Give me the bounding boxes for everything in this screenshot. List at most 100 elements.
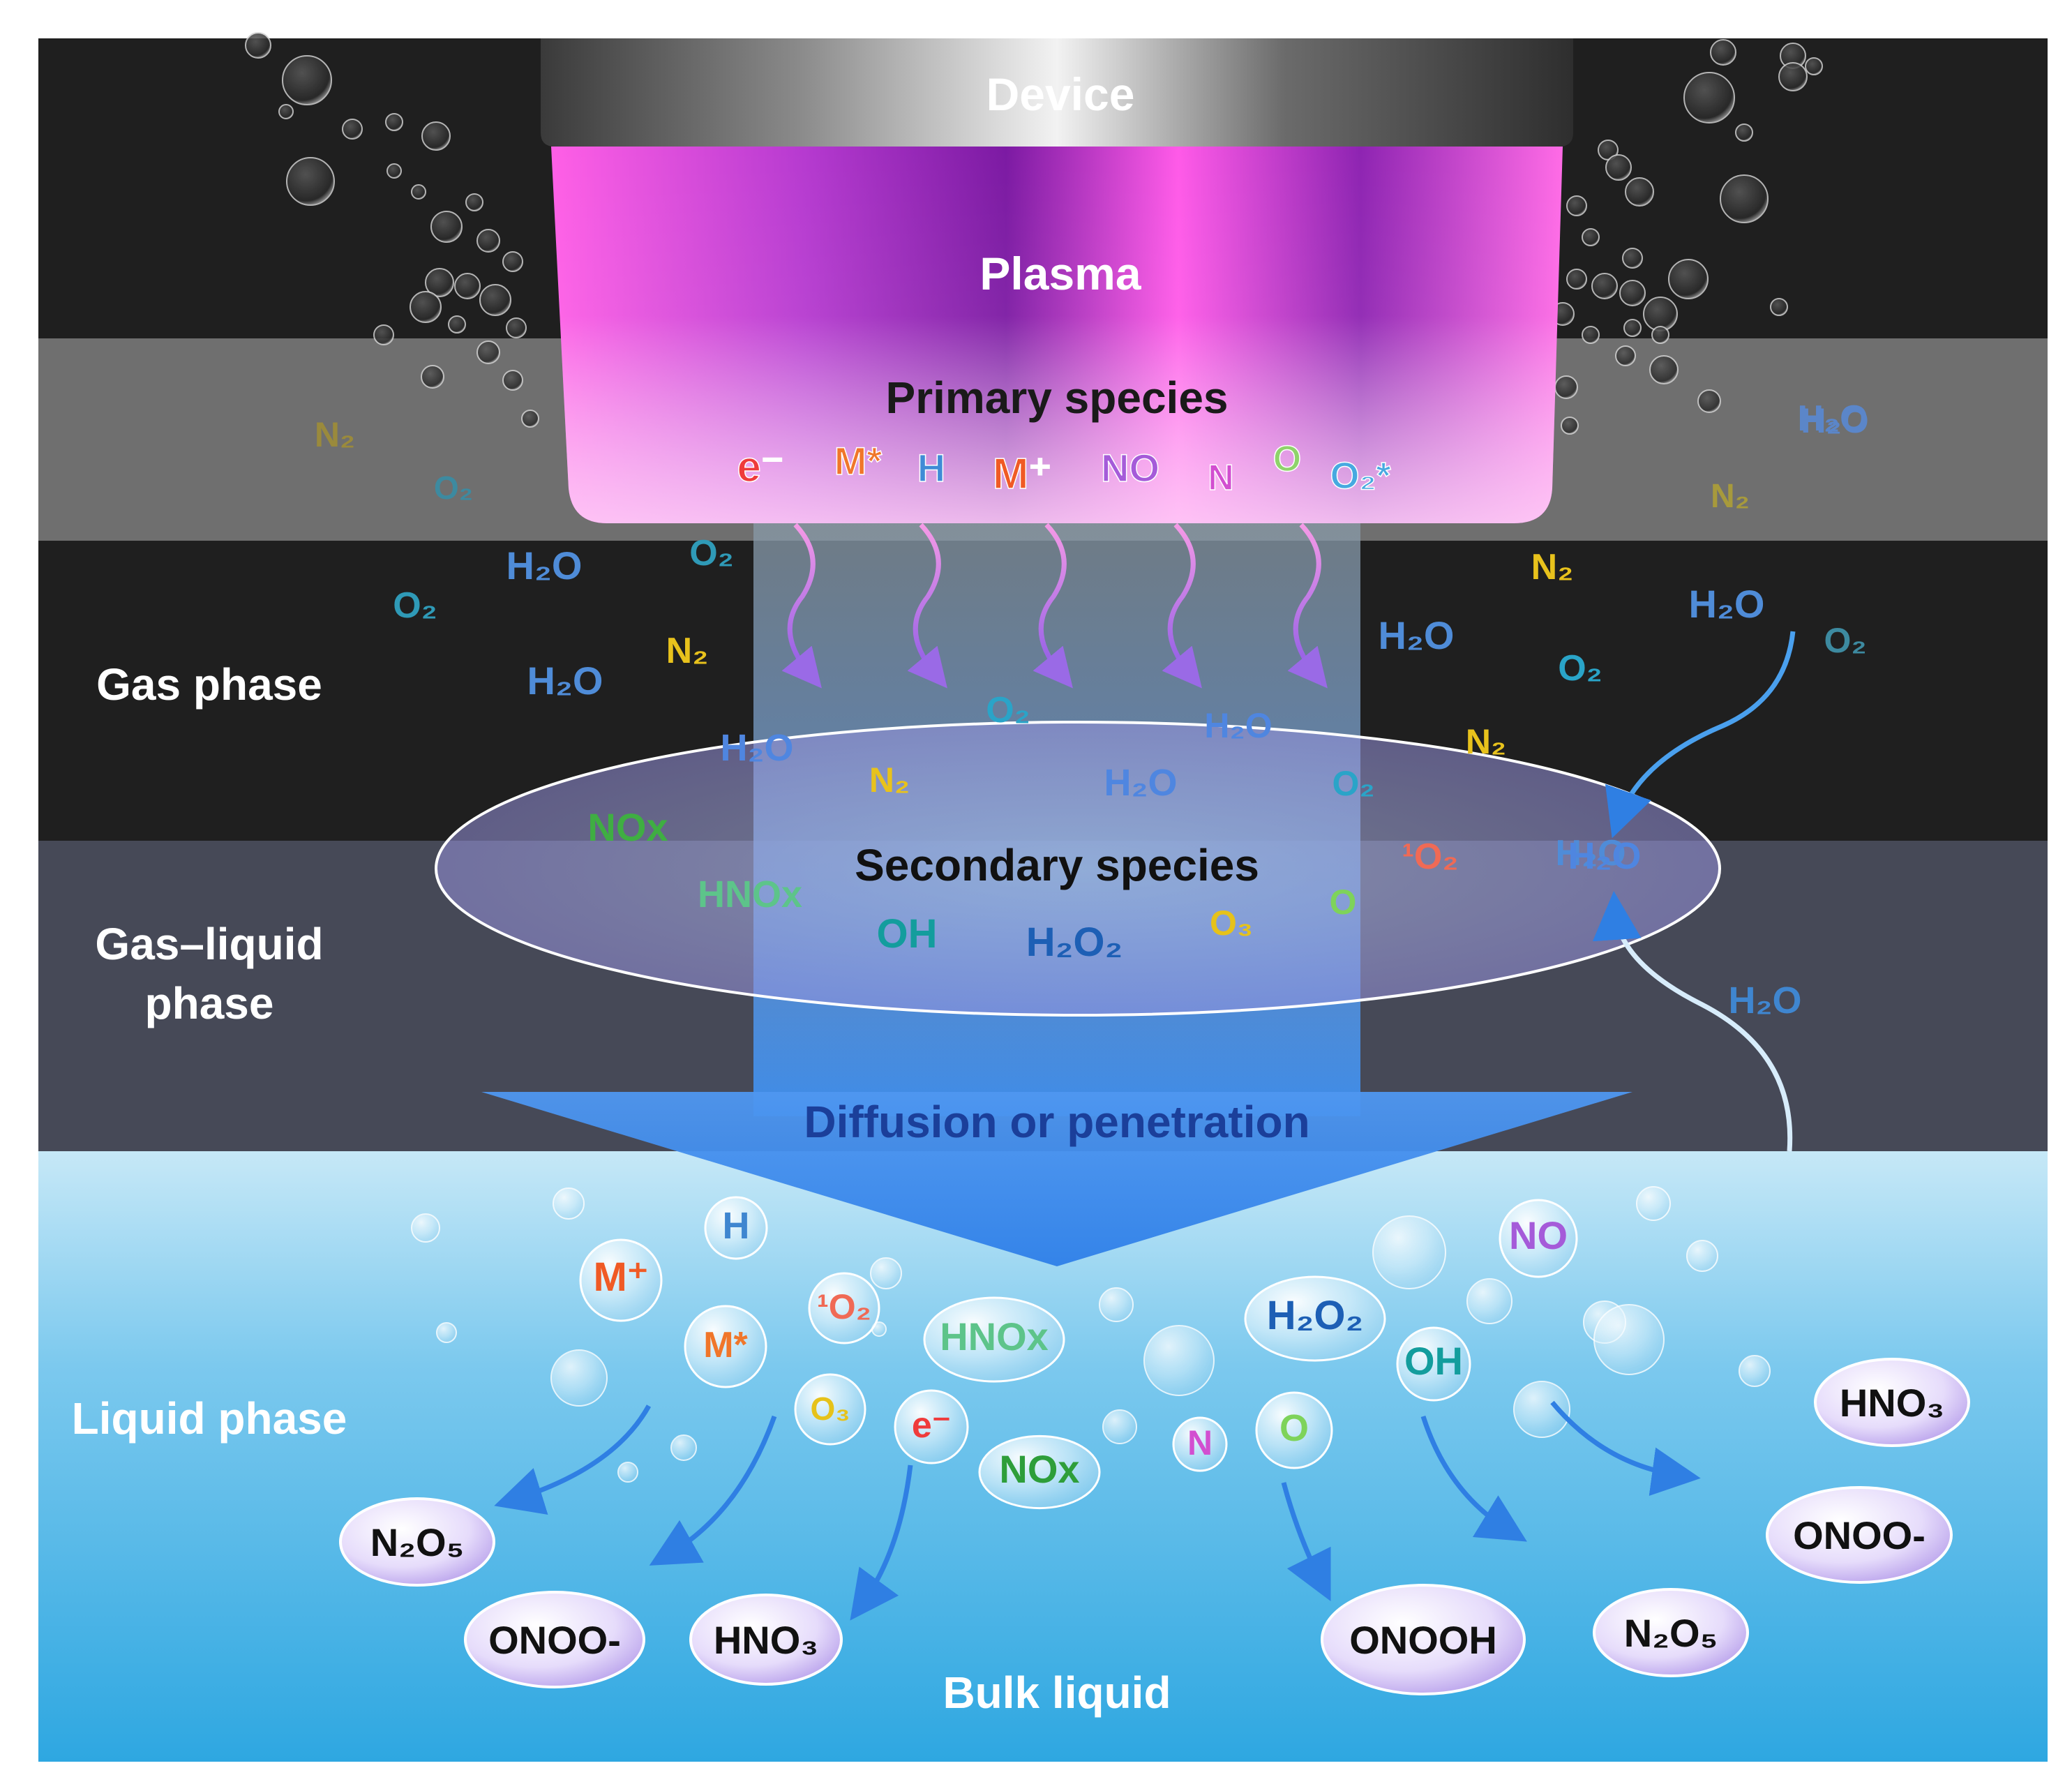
reaction-arrow-1 — [494, 1404, 652, 1515]
gas-bubble — [465, 193, 483, 211]
secondary-molecule-4: N₂ — [869, 760, 910, 800]
gas-bubble — [373, 324, 394, 345]
diffusion-arrow — [481, 1092, 1632, 1266]
water-cycle-arrow-top — [1605, 631, 1796, 839]
product-ellipse-shape — [1593, 1588, 1749, 1677]
liquid-species-8: NOx — [978, 1434, 1101, 1510]
gas-molecule-7: O₂ — [393, 585, 437, 626]
gas-bubble — [1615, 345, 1636, 366]
species-bubble-shell — [1255, 1391, 1333, 1469]
gas-bubble — [1668, 259, 1709, 299]
liquid-bubble — [553, 1187, 585, 1220]
gas-bubble — [1605, 154, 1632, 181]
liquid-species-label: O — [1279, 1407, 1309, 1449]
plasma-label: Plasma — [979, 248, 1141, 299]
phase-label-gasliquid-1: Gas–liquid — [95, 919, 323, 969]
species-bubble-shell — [808, 1272, 880, 1344]
species-bubble-shell — [1172, 1416, 1228, 1472]
gas-bubble — [476, 229, 500, 253]
primary-species-1: e⁻ — [737, 443, 783, 491]
liquid-bubble — [1099, 1287, 1134, 1322]
secondary-molecule-8: NOx — [587, 805, 668, 849]
gas-bubble — [502, 370, 523, 391]
device-body — [541, 38, 1573, 147]
gas-molecule-2: O₂ — [434, 470, 473, 506]
plasma-glow — [551, 147, 1563, 523]
product-7: ONOO- — [1766, 1486, 1953, 1584]
liquid-bubble — [1466, 1278, 1512, 1324]
liquid-species-7: e⁻ — [894, 1389, 969, 1464]
liquid-species-2: M⁺ — [579, 1238, 663, 1322]
secondary-species-title: Secondary species — [855, 840, 1259, 890]
liquid-bubble — [1372, 1215, 1446, 1289]
reaction-arrow-6 — [1550, 1400, 1701, 1496]
gas-bubble — [1649, 355, 1679, 384]
liquid-species-label: H — [723, 1205, 750, 1247]
emission-arrow-5 — [1287, 523, 1328, 689]
gas-bubble — [1591, 273, 1618, 299]
liquid-bubble — [436, 1322, 457, 1343]
product-4: ONOOH — [1321, 1584, 1526, 1695]
species-bubble-shell — [794, 1373, 866, 1446]
primary-species-3: H — [917, 446, 945, 490]
product-label: N₂O₅ — [370, 1520, 465, 1564]
species-bubble-shell — [704, 1196, 768, 1260]
gas-bubble — [1566, 269, 1587, 290]
gas-bubble — [1651, 326, 1669, 344]
reaction-arrows — [494, 1400, 1701, 1621]
species-bubble-shell — [684, 1305, 767, 1388]
secondary-species-ellipse — [435, 721, 1721, 1017]
gas-bubble — [411, 184, 426, 200]
liquid-bubble — [1143, 1325, 1215, 1396]
liquid-bubble — [1686, 1240, 1718, 1272]
gas-bubble — [430, 211, 463, 243]
liquid-background-bubbles — [411, 1186, 1771, 1483]
liquid-bubble — [870, 1257, 902, 1289]
liquid-bubble — [550, 1349, 608, 1407]
liquid-species-4: M* — [684, 1305, 767, 1388]
gas-bubble — [1625, 177, 1654, 207]
secondary-molecule-3: H₂O — [1204, 706, 1272, 745]
liquid-species-label: N — [1187, 1423, 1213, 1462]
gas-bubble — [1554, 375, 1578, 399]
product-ellipse-shape — [339, 1497, 495, 1587]
gas-molecule-6: O₂ — [689, 533, 734, 574]
liquid-bubble — [1593, 1304, 1665, 1375]
product-ellipse-shape — [1766, 1486, 1953, 1584]
product-5: N₂O₅ — [1593, 1588, 1749, 1677]
reaction-arrow-5 — [1420, 1415, 1527, 1542]
gas-bubble — [1805, 57, 1823, 75]
primary-species-4: M⁺ — [993, 450, 1051, 498]
gas-bubble — [386, 163, 402, 179]
liquid-bubble — [1739, 1355, 1771, 1387]
phase-label-gasliquid-2: phase — [145, 978, 274, 1028]
gas-bubble — [1710, 39, 1736, 66]
liquid-species-3: ¹O₂ — [808, 1272, 880, 1344]
device-label: Device — [986, 68, 1135, 120]
gas-molecule-15: H₂O — [1555, 833, 1626, 874]
diffusion-label: Diffusion or penetration — [804, 1097, 1309, 1147]
gas-molecule-3: H₂O — [1801, 401, 1868, 440]
primary-species-6: N — [1208, 458, 1234, 498]
gas-bubble — [282, 55, 332, 105]
species-bubble-shell — [978, 1434, 1101, 1510]
product-label: N₂O₅ — [1624, 1611, 1718, 1655]
species-bubble-shell — [1396, 1326, 1471, 1402]
gas-molecule-12: H₂O — [1689, 582, 1765, 626]
product-label: HNO₃ — [714, 1618, 818, 1662]
gas-molecule-1: N₂ — [315, 415, 355, 454]
gas-bubble — [1697, 389, 1721, 413]
reaction-arrow-4 — [1281, 1482, 1331, 1602]
gas-molecule-14: O₂ — [1824, 621, 1866, 660]
primary-species-2: M* — [834, 439, 883, 483]
secondary-molecule-5: H₂O — [1104, 762, 1178, 804]
liquid-species-label: O₃ — [810, 1391, 850, 1427]
secondary-molecule-6: O₂ — [1332, 764, 1374, 803]
gas-molecule-11: H₂O — [1379, 613, 1455, 657]
reaction-arrow-3 — [850, 1464, 913, 1621]
gas-bubble — [385, 113, 403, 131]
liquid-species-label: HNOx — [940, 1314, 1049, 1358]
